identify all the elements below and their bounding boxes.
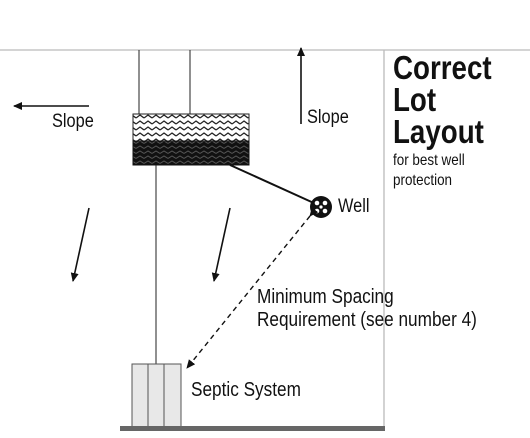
title-line2: Lot Layout <box>393 81 484 150</box>
well-icon <box>310 196 332 218</box>
spacing-label: Minimum Spacing Requirement (see number … <box>257 286 477 332</box>
septic-label: Septic System <box>191 379 301 401</box>
title-line1: Correct <box>393 49 492 86</box>
subtitle-line1: for best well <box>393 152 465 169</box>
diagram-title: Correct Lot Layout for best well protect… <box>393 49 508 191</box>
spacing-label-line2: Requirement (see number 4) <box>257 309 477 331</box>
well-label: Well <box>338 196 370 217</box>
slope-label-left: Slope <box>52 111 94 132</box>
subtitle-line2: protection <box>393 172 453 189</box>
water-line <box>229 164 317 205</box>
slope-arrow-down-right <box>211 207 231 282</box>
septic-tank-icon <box>131 363 182 429</box>
minimum-spacing-arrow <box>186 207 319 369</box>
house-icon <box>132 113 250 166</box>
slope-label-top: Slope <box>307 107 349 128</box>
slope-arrow-down-left <box>70 207 90 282</box>
spacing-label-line1: Minimum Spacing <box>257 286 394 308</box>
ground-line <box>120 426 385 431</box>
